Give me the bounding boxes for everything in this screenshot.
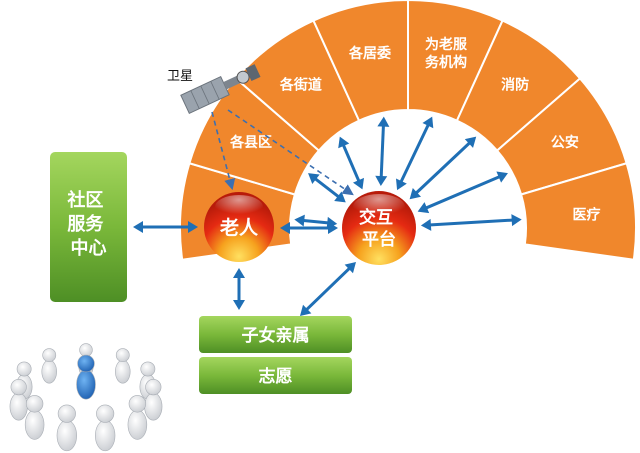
platform-fan-arrow-shaft <box>399 123 431 184</box>
platform-fan-arrow-head <box>496 171 508 183</box>
platform-fan-arrow-shaft <box>313 176 341 199</box>
community-center-line: 服务 <box>67 213 104 235</box>
person-figure-highlight <box>76 354 96 400</box>
person-figure <box>115 348 131 384</box>
fan-segment-label: 各居委 <box>348 45 391 62</box>
person-figure <box>95 404 116 452</box>
person-figure <box>127 395 148 440</box>
center-elder-arrow-head <box>188 221 198 233</box>
family-label: 子女亲属 <box>242 325 310 346</box>
fan-segment-label: 消防 <box>501 77 529 94</box>
fan-segment-label-line: 医疗 <box>573 207 601 224</box>
elder-platform-arrow-head <box>280 222 290 234</box>
platform-line: 平台 <box>362 229 396 250</box>
platform-fan-arrow-head <box>511 214 522 227</box>
volunteer-box <box>199 357 352 394</box>
fan-segment-label-line: 消防 <box>501 77 529 94</box>
fan-segment-label-line: 各居委 <box>348 45 391 62</box>
fan-segment-label: 各街道 <box>279 77 322 94</box>
platform-fan-arrow-shaft <box>414 141 472 195</box>
person-figure <box>41 348 57 384</box>
platform-label: 交互 平台 <box>359 207 399 250</box>
platform-fan-arrow-head <box>464 136 477 148</box>
platform-fan-arrow-head <box>420 218 432 231</box>
fan-segment-label: 医疗 <box>573 207 601 224</box>
platform-fan-arrow-shaft <box>428 218 514 227</box>
fan-segment-label: 各县区 <box>229 134 272 151</box>
person-figure <box>144 379 163 421</box>
person-figure <box>9 379 28 421</box>
platform-fan-arrow-shaft <box>424 174 502 210</box>
family-box <box>199 316 352 353</box>
community-center-box <box>50 152 127 302</box>
platform-fan-arrow-head <box>326 216 338 229</box>
platform-fan-arrow-head <box>294 214 305 227</box>
platform-fan-arrow-head <box>308 173 320 185</box>
fan-segment <box>519 162 637 261</box>
fan-segment-label: 公安 <box>551 134 579 151</box>
center-elder-arrow-head <box>133 221 143 233</box>
elder-family-arrow-head <box>233 268 245 278</box>
fan-segment-label-line: 各街道 <box>279 77 322 94</box>
platform-fan-arrow-head <box>334 191 346 203</box>
organization-fan: 市各县区各街道各居委为老服务机构消防公安医疗 <box>179 0 637 261</box>
platform-fan-arrow-head <box>338 136 350 149</box>
person-figure <box>56 404 77 452</box>
family-platform-arrow-head <box>344 262 356 274</box>
platform-fan-arrow-head <box>395 178 407 191</box>
platform-fan-arrow-head <box>377 116 390 127</box>
elder-label: 老人 <box>220 216 259 239</box>
elder-node: 老人 <box>204 192 274 262</box>
platform-fan-arrow-head <box>352 177 365 190</box>
community-center-line: 社区 <box>67 189 103 211</box>
satellite-label: 卫星 <box>167 69 193 84</box>
platform-fan-arrow-head <box>422 116 434 129</box>
platform-line: 交互 <box>359 207 393 228</box>
platform-fan-arrow-head <box>375 175 388 187</box>
platform-fan-arrow-shaft <box>302 218 330 225</box>
fan-segment-label: 为老服务机构 <box>425 36 468 71</box>
platform-fan-arrow-shaft <box>379 124 385 179</box>
platform-fan-arrow-head <box>417 202 430 214</box>
community-center-label: 社区 服务 中心 <box>67 189 109 259</box>
elder-family-arrow-head <box>233 300 245 310</box>
person-figure <box>24 395 45 440</box>
platform-fan-arrow-head <box>409 188 422 200</box>
satellite-icon <box>180 64 261 115</box>
satellite-to-elder-dash <box>211 111 236 191</box>
fan-segment-label-line: 为老服 <box>425 36 468 53</box>
fan-segment-label-line: 务机构 <box>425 54 467 71</box>
fan-segment-label-line: 公安 <box>551 134 579 151</box>
platform-node: 交互 平台 <box>342 191 416 265</box>
family-platform-arrow-head <box>300 304 312 316</box>
community-center-line: 中心 <box>71 237 107 259</box>
platform-fan-arrow-shaft <box>341 143 361 183</box>
volunteer-label: 志愿 <box>259 366 293 387</box>
fan-segment-label-line: 各县区 <box>229 134 272 151</box>
family-platform-arrow-shaft <box>304 266 352 312</box>
satellite-to-platform-dash <box>227 109 354 196</box>
people-circle-image <box>9 343 163 452</box>
connection-arrows <box>133 116 522 316</box>
